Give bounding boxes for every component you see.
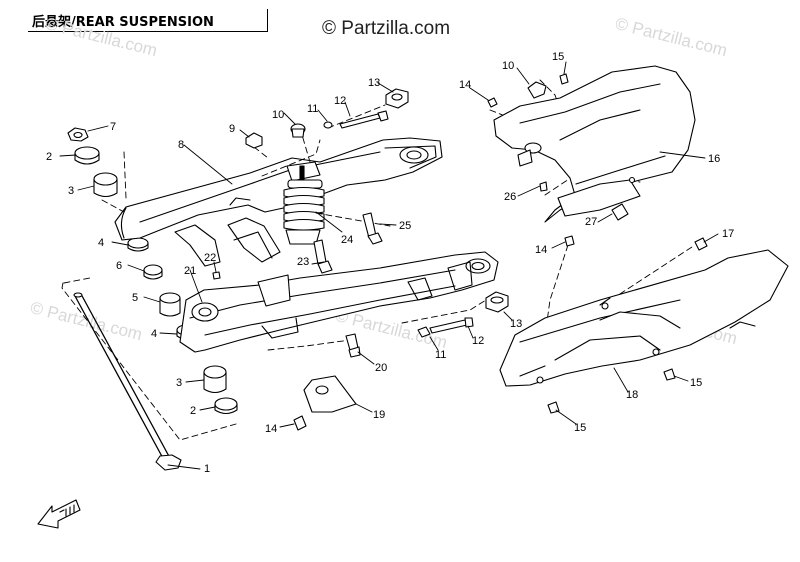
callout-label: 17 — [722, 228, 734, 240]
callout-label: 13 — [510, 318, 522, 330]
callout-label: 12 — [334, 95, 346, 107]
callout-label: 10 — [272, 109, 284, 121]
callout-label: 8 — [178, 139, 184, 151]
callout-label: 13 — [368, 77, 380, 89]
lower-swing-arm-part — [179, 251, 499, 353]
callout-label: 14 — [265, 423, 277, 435]
chain-guard-part — [499, 249, 789, 387]
callout-label: 21 — [184, 265, 196, 277]
callout-label: 2 — [190, 405, 196, 417]
page-title: 后悬架/REAR SUSPENSION — [32, 15, 214, 30]
left-bushing-stack — [67, 127, 238, 415]
watermark-main: © Partzilla.com — [322, 18, 451, 39]
callout-label: 14 — [535, 244, 547, 256]
callout-label: 11 — [307, 103, 318, 115]
callout-label: 4 — [151, 328, 157, 340]
callout-label: 16 — [708, 153, 720, 165]
callout-label: 7 — [110, 121, 116, 133]
callout-label: 10 — [502, 60, 514, 72]
shock-absorber-part — [227, 161, 325, 263]
callout-label: 26 — [504, 191, 516, 203]
callout-label: 19 — [373, 409, 385, 421]
callout-label: 24 — [341, 234, 353, 246]
callout-numbers: 7 2 3 4 6 5 4 3 2 1 8 9 10 11 12 13 24 2… — [46, 51, 734, 475]
upper-swing-arm-part — [114, 137, 443, 267]
callout-label: 12 — [472, 335, 484, 347]
title-box: 后悬架/REAR SUSPENSION — [28, 9, 268, 32]
callout-label: 9 — [229, 123, 235, 135]
callout-label: 22 — [204, 252, 216, 264]
callout-label: 25 — [399, 220, 411, 232]
pivot-bolt-part — [73, 292, 182, 471]
callout-label: 2 — [46, 151, 52, 163]
callout-label: 14 — [459, 79, 471, 91]
callout-label: 23 — [297, 256, 309, 268]
callout-label: 4 — [98, 237, 104, 249]
callout-label: 18 — [626, 389, 638, 401]
top-small-parts — [245, 88, 409, 149]
callout-label: 5 — [132, 292, 138, 304]
misc-bolts-part — [212, 212, 509, 358]
callout-label: 3 — [176, 377, 182, 389]
callout-label: 15 — [690, 377, 702, 389]
bracket-part — [293, 375, 357, 431]
callout-label: 3 — [68, 185, 74, 197]
rear-fender-part — [487, 65, 696, 247]
callout-label: 27 — [585, 216, 597, 228]
callout-label: 6 — [116, 260, 122, 272]
callout-label: 15 — [574, 422, 586, 434]
front-arrow-icon — [37, 499, 81, 529]
callout-label: 11 — [435, 349, 446, 361]
callout-label: 1 — [204, 463, 210, 475]
callout-label: 15 — [552, 51, 564, 63]
callout-label: 20 — [375, 362, 387, 374]
